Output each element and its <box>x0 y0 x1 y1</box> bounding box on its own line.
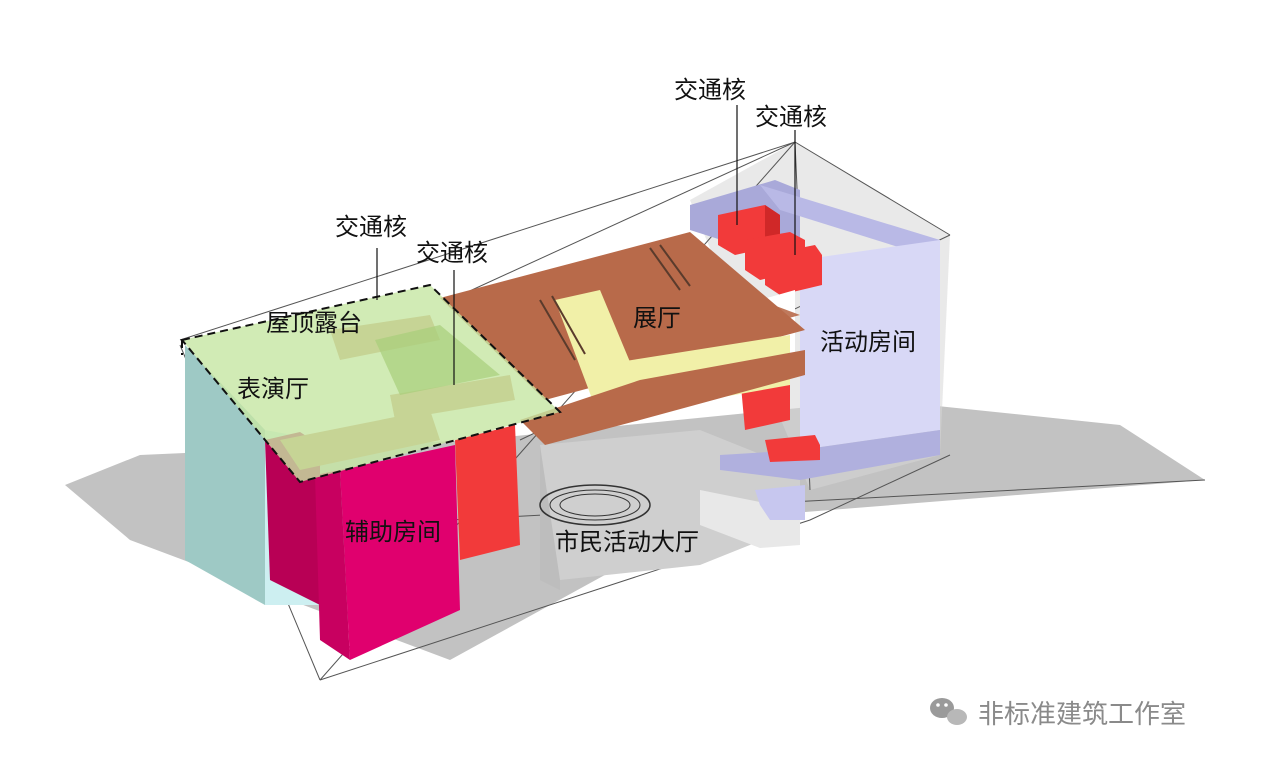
label-core-4: 交通核 <box>755 103 827 131</box>
wechat-icon <box>930 698 967 725</box>
label-core-1: 交通核 <box>335 213 407 241</box>
label-civic-hall: 市民活动大厅 <box>555 528 699 556</box>
watermark: 非标准建筑工作室 <box>930 698 1186 730</box>
core-left-red <box>455 425 520 560</box>
label-theater: 表演厅 <box>237 375 309 403</box>
label-exhibition: 展厅 <box>633 304 681 332</box>
watermark-text: 非标准建筑工作室 <box>978 700 1186 730</box>
label-roof-terrace: 屋顶露台 <box>266 309 362 337</box>
label-auxiliary-rooms: 辅助房间 <box>345 518 441 546</box>
label-core-3: 交通核 <box>674 76 746 104</box>
label-core-2: 交通核 <box>416 239 488 267</box>
label-activity-rooms: 活动房间 <box>820 328 916 356</box>
